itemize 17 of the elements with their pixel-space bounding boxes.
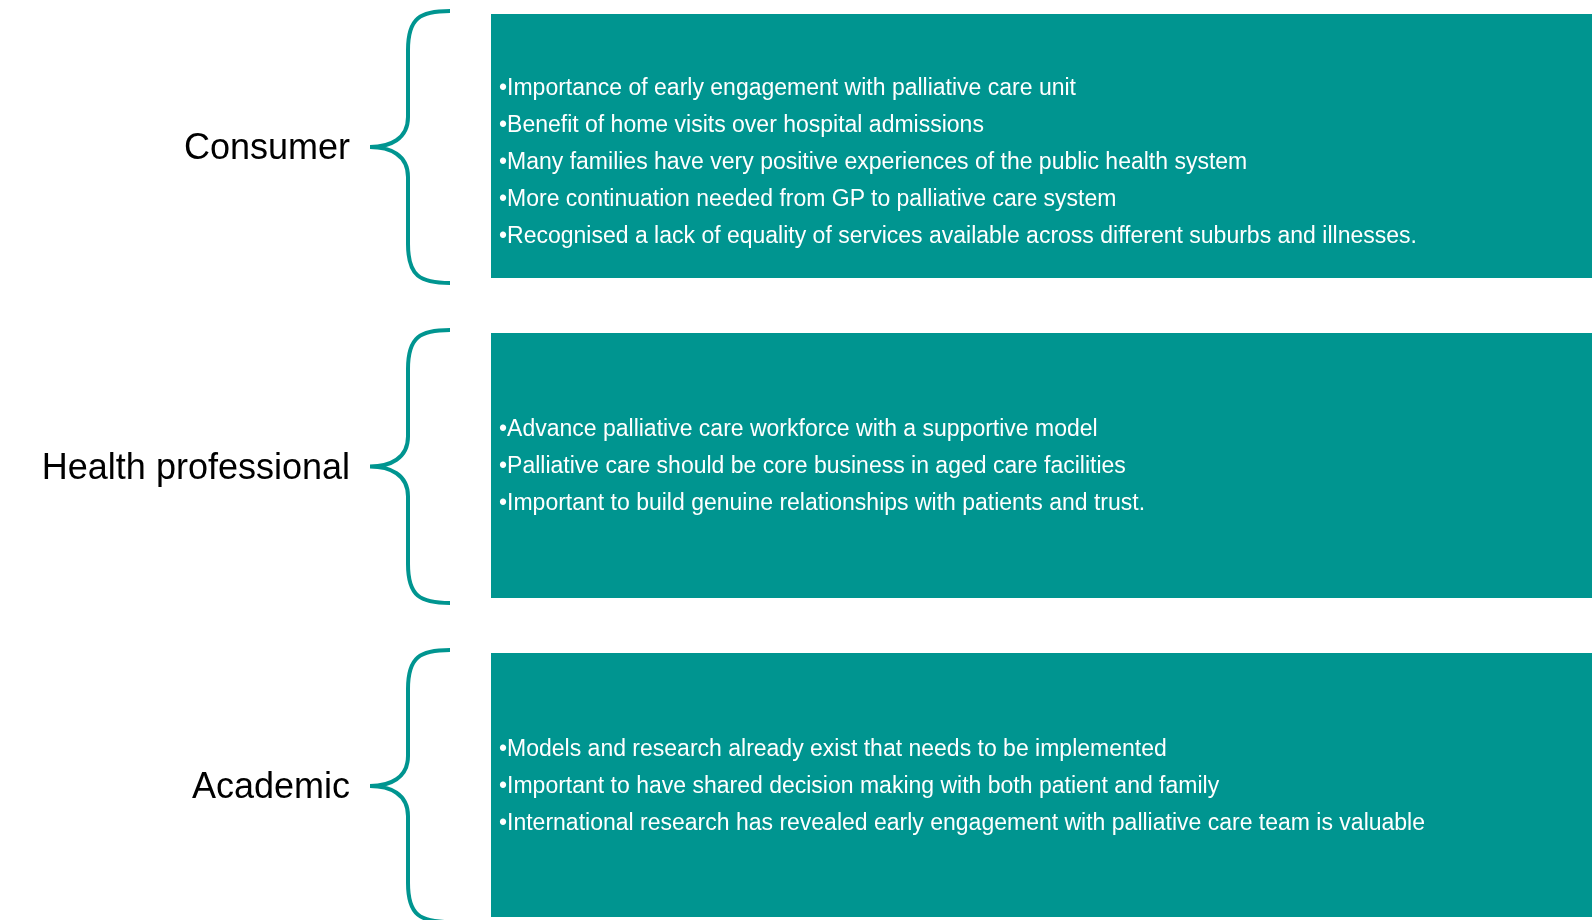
text-panel — [491, 14, 1592, 278]
category-label: Health professional — [41, 445, 350, 488]
category-label: Academic — [191, 765, 350, 807]
bullet-point: •Advance palliative care workforce with a supportive model — [499, 414, 1099, 443]
text-panel — [491, 333, 1592, 598]
bullet-point: •More continuation needed from GP to palliative care system — [499, 183, 1118, 213]
bullet-point: •Many families have very positive experiences of the public health system — [499, 146, 1249, 176]
text-panel — [491, 653, 1592, 917]
category-label: Consumer — [183, 126, 350, 168]
bullet-point: •Recognised a lack of equality of services available across different suburbs and illnesses. — [499, 220, 1418, 250]
bullet-point: •International research has revealed early engagement with palliative care team is valuable — [499, 807, 1427, 837]
bullet-point: •Models and research already exist that needs to be implemented — [499, 733, 1168, 763]
bullet-point: •Palliative care should be core business in aged care facilities — [499, 451, 1127, 480]
bullet-point: •Importance of early engagement with palliative care unit — [499, 72, 1077, 102]
bullet-point: •Benefit of home visits over hospital admissions — [499, 109, 985, 139]
bullet-point: •Important to have shared decision making with both patient and family — [499, 770, 1221, 800]
bullet-point: •Important to build genuine relationships with patients and trust. — [499, 488, 1147, 517]
